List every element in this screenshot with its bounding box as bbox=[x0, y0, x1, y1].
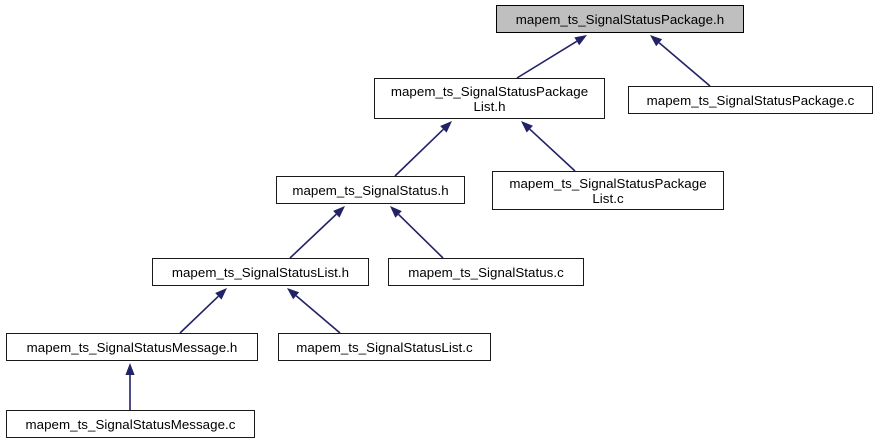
edge-line bbox=[394, 128, 444, 177]
node-signalstatuspackagelist-c[interactable]: mapem_ts_SignalStatusPackage List.c bbox=[492, 171, 724, 210]
edge-line bbox=[295, 295, 341, 334]
edge-line bbox=[289, 213, 337, 259]
edge-arrowhead bbox=[440, 121, 452, 133]
node-signalstatusmessage-h[interactable]: mapem_ts_SignalStatusMessage.h bbox=[6, 333, 258, 361]
node-label: mapem_ts_SignalStatusPackage List.c bbox=[509, 175, 707, 206]
node-label: mapem_ts_SignalStatusPackage List.h bbox=[390, 83, 589, 114]
node-signalstatus-c[interactable]: mapem_ts_SignalStatus.c bbox=[388, 258, 584, 286]
node-label: mapem_ts_SignalStatusList.c bbox=[296, 339, 473, 355]
edge-arrowhead bbox=[521, 121, 533, 133]
edge-arrowhead bbox=[215, 288, 227, 300]
edge-line bbox=[179, 295, 219, 334]
node-label: mapem_ts_SignalStatusList.h bbox=[171, 264, 350, 280]
edge-line bbox=[516, 40, 578, 79]
edge-arrowhead bbox=[574, 35, 587, 46]
edge-arrowhead bbox=[125, 363, 135, 375]
edge-arrowhead bbox=[333, 206, 345, 218]
node-label: mapem_ts_SignalStatusMessage.c bbox=[25, 416, 236, 432]
edge-line bbox=[398, 213, 444, 259]
node-label: mapem_ts_SignalStatusMessage.h bbox=[26, 339, 238, 355]
node-signalstatuslist-c[interactable]: mapem_ts_SignalStatusList.c bbox=[278, 333, 491, 361]
edge-arrowhead bbox=[287, 288, 300, 300]
node-label: mapem_ts_SignalStatus.h bbox=[292, 182, 449, 198]
node-signalstatuspackage-h[interactable]: mapem_ts_SignalStatusPackage.h bbox=[496, 5, 744, 33]
node-signalstatuslist-h[interactable]: mapem_ts_SignalStatusList.h bbox=[152, 258, 369, 286]
edge-arrowhead bbox=[390, 206, 402, 218]
node-signalstatuspackage-c[interactable]: mapem_ts_SignalStatusPackage.c bbox=[628, 86, 873, 114]
node-signalstatus-h[interactable]: mapem_ts_SignalStatus.h bbox=[276, 176, 465, 204]
node-label: mapem_ts_SignalStatusPackage.h bbox=[515, 11, 725, 27]
edge-line bbox=[529, 128, 576, 172]
edge-arrowhead bbox=[650, 35, 663, 47]
node-signalstatuspackagelist-h[interactable]: mapem_ts_SignalStatusPackage List.h bbox=[374, 78, 605, 119]
edge-line bbox=[658, 42, 711, 87]
node-signalstatusmessage-c[interactable]: mapem_ts_SignalStatusMessage.c bbox=[6, 410, 255, 438]
node-label: mapem_ts_SignalStatusPackage.c bbox=[646, 92, 855, 108]
node-label: mapem_ts_SignalStatus.c bbox=[408, 264, 564, 280]
